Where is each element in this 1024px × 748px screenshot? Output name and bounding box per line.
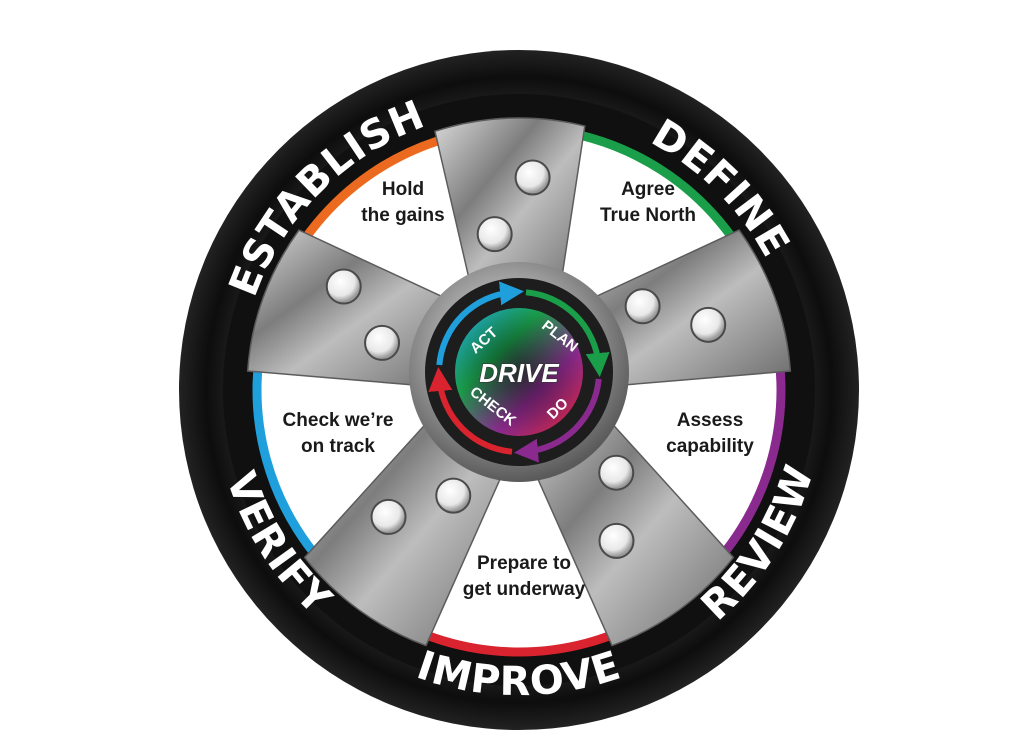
bolt-hole-5-2	[325, 268, 362, 305]
establish-line1: Hold	[382, 179, 424, 200]
improve-line1: Prepare to	[477, 553, 571, 574]
bolt-hole-1-1	[476, 216, 513, 253]
spoke-1	[434, 117, 586, 301]
bolt-holes	[325, 159, 727, 559]
spoke-3	[526, 405, 735, 647]
define-line1: Agree	[621, 179, 675, 200]
improve-line2: get underway	[463, 579, 586, 600]
verify-line2: on track	[301, 436, 375, 457]
do-arrow	[514, 378, 602, 463]
bolt-hole-3-1	[598, 454, 635, 491]
bolt-hole-2-2	[690, 306, 727, 343]
segment-labels: Agree True North Assess capability Prepa…	[283, 179, 755, 600]
bolt-hole-5-1	[364, 324, 401, 361]
pdca-arrows	[428, 281, 610, 463]
hub-core-shade	[455, 308, 583, 436]
bolt-hole-2-1	[624, 288, 661, 325]
bolt-hole-3-2	[598, 522, 635, 559]
bolt-hole-4-1	[435, 477, 472, 514]
review-line2: capability	[666, 436, 754, 457]
spoke-5	[246, 229, 466, 388]
bolt-hole-1-2	[514, 159, 551, 196]
spoke-4	[303, 405, 512, 647]
verify-line1: Check we’re	[283, 410, 394, 431]
spokes	[246, 117, 792, 647]
establish-line2: the gains	[361, 205, 444, 226]
define-line2: True North	[600, 205, 696, 226]
act-arrow	[436, 281, 524, 366]
spoke-2	[572, 229, 792, 388]
plan-arrow	[525, 289, 610, 377]
review-line1: Assess	[677, 410, 744, 431]
bolt-hole-4-2	[370, 498, 407, 535]
drive-title: DRIVE	[479, 358, 559, 388]
check-arrow	[428, 367, 513, 455]
